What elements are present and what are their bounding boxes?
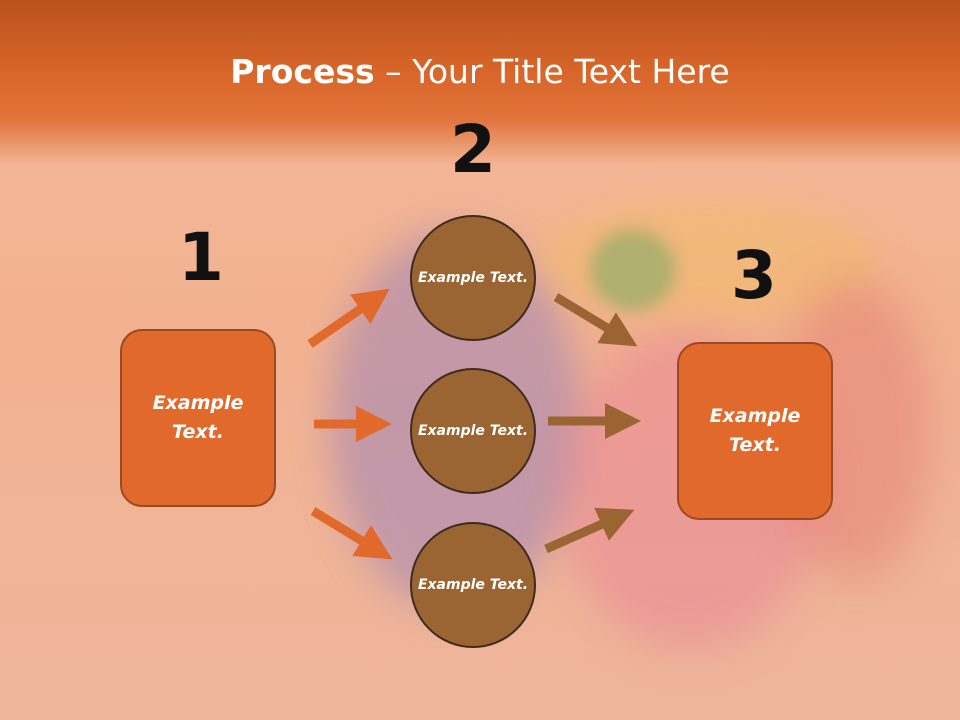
step-number-2: 2 xyxy=(450,111,496,188)
process-box-1-text: Example Text. xyxy=(152,392,244,443)
background-ball-green xyxy=(590,230,675,310)
title-bold: Process xyxy=(230,52,375,91)
process-box-3[interactable]: Example Text. xyxy=(677,342,833,520)
process-circle-top[interactable]: Example Text. xyxy=(410,215,536,341)
slide-title: Process – Your Title Text Here xyxy=(0,52,960,91)
arrow-circle-top-to-box3 xyxy=(553,293,638,347)
process-box-3-text: Example Text. xyxy=(709,405,801,456)
header-band xyxy=(0,0,960,165)
arrow-box1-to-circle-top xyxy=(307,288,390,348)
step-number-3: 3 xyxy=(731,237,777,314)
process-circle-bottom[interactable]: Example Text. xyxy=(410,522,536,648)
process-circle-bottom-text: Example Text. xyxy=(417,576,529,593)
process-circle-top-text: Example Text. xyxy=(417,269,529,286)
title-rest: – Your Title Text Here xyxy=(374,52,730,91)
arrow-circle-bottom-to-box3 xyxy=(544,507,635,554)
process-circle-middle[interactable]: Example Text. xyxy=(410,368,536,494)
process-box-1[interactable]: Example Text. xyxy=(120,329,276,507)
arrow-box1-to-circle-bottom xyxy=(310,507,393,560)
process-circle-middle-text: Example Text. xyxy=(417,422,529,439)
step-number-1: 1 xyxy=(178,219,224,296)
